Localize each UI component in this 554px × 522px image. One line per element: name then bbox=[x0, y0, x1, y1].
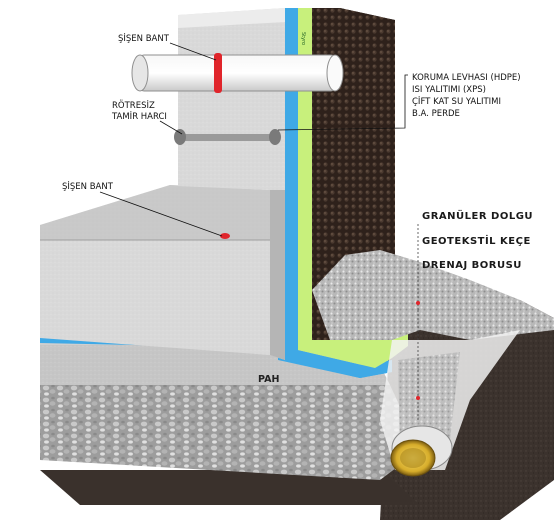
swelling-band-slab bbox=[220, 233, 230, 239]
swelling-band-pipe bbox=[214, 53, 222, 93]
reinforced-concrete-wall bbox=[178, 8, 285, 360]
leader-lines bbox=[99, 42, 408, 237]
label-sisen-bant-top: ŞİŞEN BANT bbox=[118, 33, 170, 44]
label-geotekstil-kece: GEOTEKSTİL KEÇE bbox=[422, 233, 531, 247]
wall-side-shade bbox=[270, 190, 285, 360]
label-drenaj-borusu: DRENAJ BORUSU bbox=[422, 260, 522, 271]
gravel-base-layer bbox=[40, 385, 420, 480]
granular-fill bbox=[312, 250, 554, 340]
xps-insulation-layer bbox=[298, 8, 408, 368]
svg-text:Styro: Styro bbox=[300, 32, 306, 45]
label-koruma-levhasi: KORUMA LEVHASI (HDPE) bbox=[412, 73, 521, 83]
repair-mortar-joint bbox=[174, 129, 281, 145]
pipe-sleeve-icon bbox=[131, 53, 344, 93]
label-rotresiz-1: RÖTRESİZ bbox=[112, 100, 155, 111]
foundation-slab-top bbox=[40, 185, 270, 240]
label-pah: PAH bbox=[258, 374, 279, 385]
label-isi-yalitimi: ISI YALITIMI (XPS) bbox=[412, 85, 486, 95]
label-granuler-dolgu: GRANÜLER DOLGU bbox=[422, 208, 533, 222]
label-sisen-bant-mid: ŞİŞEN BANT bbox=[62, 181, 114, 192]
wall-waterproofing-layer bbox=[285, 8, 392, 378]
label-cift-kat: ÇİFT KAT SU YALITIMI bbox=[412, 96, 501, 107]
wall-top-edge bbox=[178, 8, 285, 28]
label-ba-perde: B.A. PERDE bbox=[412, 109, 460, 119]
soil-base bbox=[40, 470, 420, 505]
label-rotresiz-2: TAMİR HARCI bbox=[111, 111, 167, 122]
